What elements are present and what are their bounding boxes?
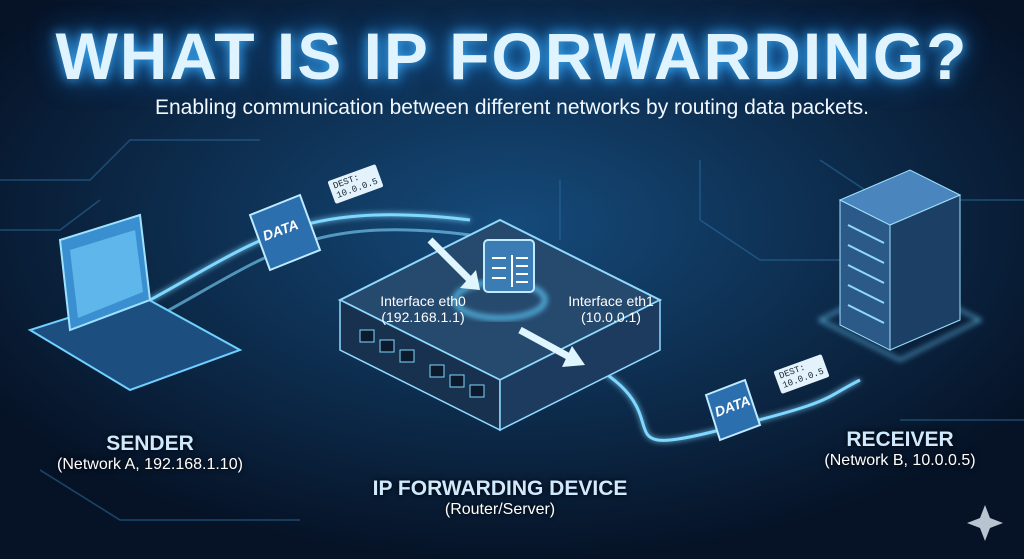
router-icon <box>337 218 663 432</box>
subtitle: Enabling communication between different… <box>154 96 870 119</box>
receiver-detail: (Network B, 10.0.0.5) <box>824 452 976 469</box>
sender-detail: (Network A, 192.168.1.10) <box>57 456 243 473</box>
interface-eth0: Interface eth0 (192.168.1.1) <box>368 293 478 325</box>
device-name: IP FORWARDING DEVICE <box>372 477 628 500</box>
envelope-icon <box>248 193 762 442</box>
receiver-name: RECEIVER <box>846 428 954 451</box>
interface-name: Interface eth0 <box>380 293 466 309</box>
sender-name: SENDER <box>106 432 194 455</box>
interface-ip: (192.168.1.1) <box>381 309 465 325</box>
interface-eth1: Interface eth1 (10.0.0.1) <box>556 293 666 325</box>
laptop-icon <box>27 213 243 392</box>
sender-label: SENDER (Network A, 192.168.1.10) <box>20 432 280 474</box>
server-icon <box>817 169 983 362</box>
device-detail: (Router/Server) <box>444 501 556 518</box>
interface-ip: (10.0.0.1) <box>581 309 641 325</box>
page-title: WHAT IS IP FORWARDING? <box>55 19 969 93</box>
interface-name: Interface eth1 <box>568 293 654 309</box>
device-label: IP FORWARDING DEVICE (Router/Server) <box>330 477 670 519</box>
sparkle-icon <box>967 505 1003 541</box>
receiver-label: RECEIVER (Network B, 10.0.0.5) <box>800 428 1000 470</box>
